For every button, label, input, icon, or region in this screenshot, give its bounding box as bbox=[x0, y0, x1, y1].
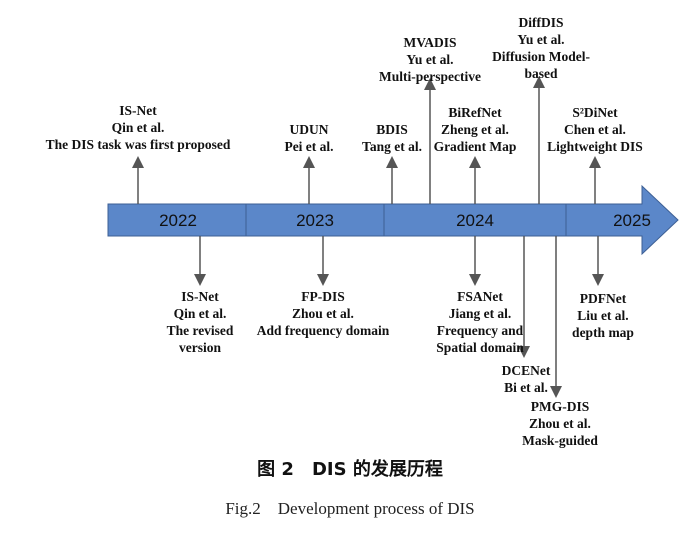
event-title: MVADIS bbox=[403, 35, 457, 50]
timeline-arrow-bar bbox=[107, 184, 679, 256]
event-authors: Tang et al. bbox=[362, 139, 422, 154]
year-label-2025: 2025 bbox=[613, 211, 651, 230]
event-desc: depth map bbox=[572, 325, 634, 340]
event-authors: Jiang et al. bbox=[448, 306, 512, 321]
event-dcenet: DCENet Bi et al. bbox=[502, 362, 551, 396]
event-desc: Lightweight DIS bbox=[547, 139, 643, 154]
event-title: BDIS bbox=[376, 122, 408, 137]
event-desc: Multi-perspective bbox=[379, 69, 481, 84]
event-authors: Bi et al. bbox=[504, 380, 548, 395]
event-title: BiRefNet bbox=[448, 105, 502, 120]
event-isnet-2022: IS-Net Qin et al. The DIS task was first… bbox=[46, 102, 231, 153]
event-title: FSANet bbox=[457, 289, 503, 304]
event-mvadis: MVADIS Yu et al. Multi-perspective bbox=[379, 34, 481, 85]
event-isnet-revised: IS-Net Qin et al. The revised version bbox=[167, 288, 234, 356]
event-desc-cont: version bbox=[179, 340, 221, 355]
event-title: PDFNet bbox=[579, 291, 627, 306]
event-title: DiffDIS bbox=[518, 15, 564, 30]
event-authors: Yu et al. bbox=[406, 52, 454, 67]
event-title: PMG-DIS bbox=[530, 399, 590, 414]
event-authors: Zhou et al. bbox=[292, 306, 354, 321]
year-label-2022: 2022 bbox=[159, 211, 197, 230]
event-bdis: BDIS Tang et al. bbox=[362, 121, 422, 155]
event-authors: Zheng et al. bbox=[441, 122, 509, 137]
event-desc: Gradient Map bbox=[433, 139, 517, 154]
caption-english: Fig.2 Development process of DIS bbox=[225, 499, 475, 518]
event-desc: Add frequency domain bbox=[256, 323, 390, 338]
event-udun: UDUN Pei et al. bbox=[284, 121, 333, 155]
year-label-2023: 2023 bbox=[296, 211, 334, 230]
event-connectors bbox=[132, 76, 604, 398]
event-desc-cont: Spatial domain bbox=[436, 340, 524, 355]
event-desc: The DIS task was first proposed bbox=[45, 137, 231, 152]
year-label-2024: 2024 bbox=[456, 211, 494, 230]
event-title: IS-Net bbox=[181, 289, 219, 304]
timeline-bar: 2022 2023 2024 2025 bbox=[107, 184, 679, 256]
event-fsanet: FSANet Jiang et al. Frequency and Spatia… bbox=[436, 288, 523, 356]
event-pdfnet: PDFNet Liu et al. depth map bbox=[572, 290, 634, 341]
event-desc: Mask-guided bbox=[522, 433, 598, 448]
event-title: FP-DIS bbox=[301, 289, 345, 304]
event-birefnet: BiRefNet Zheng et al. Gradient Map bbox=[434, 104, 517, 155]
event-authors: Zhou et al. bbox=[529, 416, 591, 431]
event-authors: Chen et al. bbox=[564, 122, 626, 137]
event-authors: Qin et al. bbox=[173, 306, 227, 321]
event-fpdis: FP-DIS Zhou et al. Add frequency domain bbox=[257, 288, 390, 339]
event-desc: The revised bbox=[166, 323, 234, 338]
event-desc: Diffusion Model- bbox=[492, 49, 590, 64]
event-desc: Frequency and bbox=[436, 323, 524, 338]
caption-chinese: 图 2 DIS 的发展历程 bbox=[257, 459, 443, 480]
event-diffdis: DiffDIS Yu et al. Diffusion Model- based bbox=[492, 14, 590, 82]
event-authors: Qin et al. bbox=[111, 120, 165, 135]
event-s2dinet: S²DiNet Chen et al. Lightweight DIS bbox=[547, 104, 643, 155]
event-title: IS-Net bbox=[119, 103, 157, 118]
event-title: UDUN bbox=[289, 122, 329, 137]
event-title: DCENet bbox=[501, 363, 551, 378]
event-authors: Pei et al. bbox=[284, 139, 334, 154]
event-authors: Liu et al. bbox=[577, 308, 629, 323]
event-title: S²DiNet bbox=[572, 105, 618, 120]
event-authors: Yu et al. bbox=[517, 32, 565, 47]
event-desc-cont: based bbox=[524, 66, 558, 81]
event-pmgdis: PMG-DIS Zhou et al. Mask-guided bbox=[522, 398, 598, 449]
